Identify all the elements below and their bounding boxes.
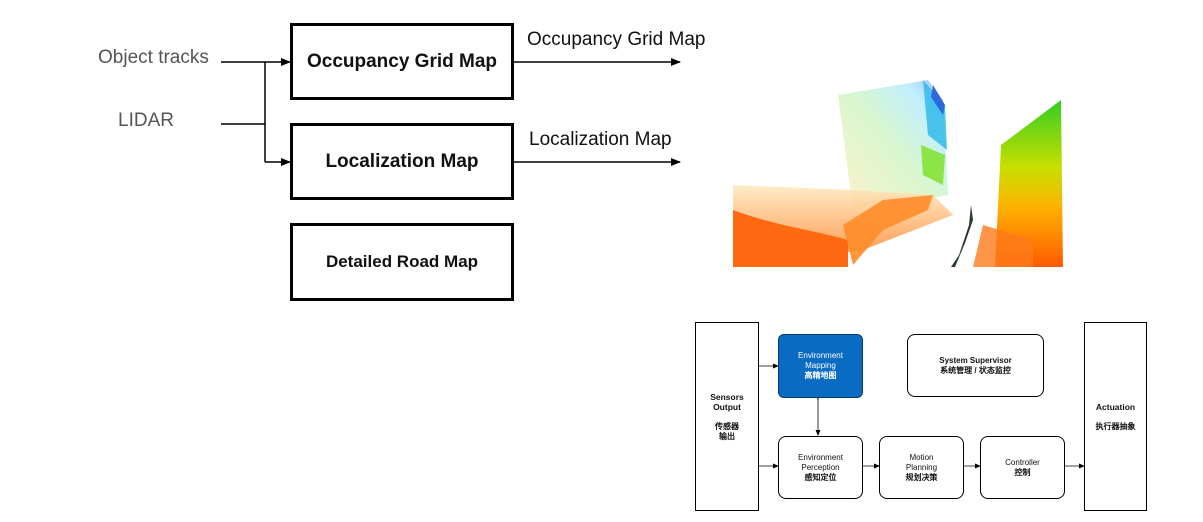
lidar-point-cloud-image — [733, 25, 1065, 267]
system-supervisor-box: System Supervisor 系统管理 / 状态监控 — [907, 334, 1044, 397]
localization-map-box: Localization Map — [290, 123, 514, 200]
occupancy-grid-map-box: Occupancy Grid Map — [290, 23, 514, 100]
input-lidar: LIDAR — [118, 110, 174, 131]
controller-box: Controller 控制 — [980, 436, 1065, 499]
system-supervisor-title: System Supervisor — [939, 355, 1012, 365]
environment-mapping-box: Environment Mapping 高精地图 — [778, 334, 863, 398]
motion-planning-box: Motion Planning 规划决策 — [879, 436, 964, 499]
output-occupancy-grid-map: Occupancy Grid Map — [527, 29, 706, 50]
input-object-tracks: Object tracks — [98, 47, 209, 68]
detailed-road-map-label: Detailed Road Map — [325, 252, 479, 271]
controller-title: Controller — [1005, 457, 1040, 467]
motion-planning-title: Motion Planning — [905, 452, 938, 472]
system-supervisor-sub: 系统管理 / 状态监控 — [940, 365, 1011, 375]
actuation-box: Actuation 执行器抽象 — [1084, 322, 1147, 511]
actuation-title: Actuation — [1095, 401, 1136, 412]
controller-sub: 控制 — [1014, 467, 1031, 477]
detailed-road-map-box: Detailed Road Map — [290, 223, 514, 301]
localization-map-label: Localization Map — [325, 150, 479, 172]
environment-perception-box: Environment Perception 感知定位 — [778, 436, 863, 499]
architecture-connectors — [759, 363, 1085, 469]
actuation-sub: 执行器抽象 — [1095, 421, 1136, 431]
sensors-output-box: Sensors Output 传感器 输出 — [695, 322, 759, 511]
occupancy-grid-map-label: Occupancy Grid Map — [306, 50, 498, 72]
architecture-diagram: Sensors Output 传感器 输出 Environment Mappin… — [695, 320, 1150, 512]
sensors-output-sub: 传感器 输出 — [715, 421, 739, 441]
output-localization-map: Localization Map — [529, 129, 672, 150]
environment-mapping-sub: 高精地图 — [804, 371, 837, 380]
environment-mapping-title: Environment Mapping — [798, 351, 843, 370]
environment-perception-title: Environment Perception — [798, 452, 843, 472]
motion-planning-sub: 规划决策 — [905, 472, 938, 482]
environment-perception-sub: 感知定位 — [804, 472, 837, 482]
left-diagram-connectors — [221, 58, 681, 166]
sensors-output-title: Sensors Output — [710, 391, 744, 412]
